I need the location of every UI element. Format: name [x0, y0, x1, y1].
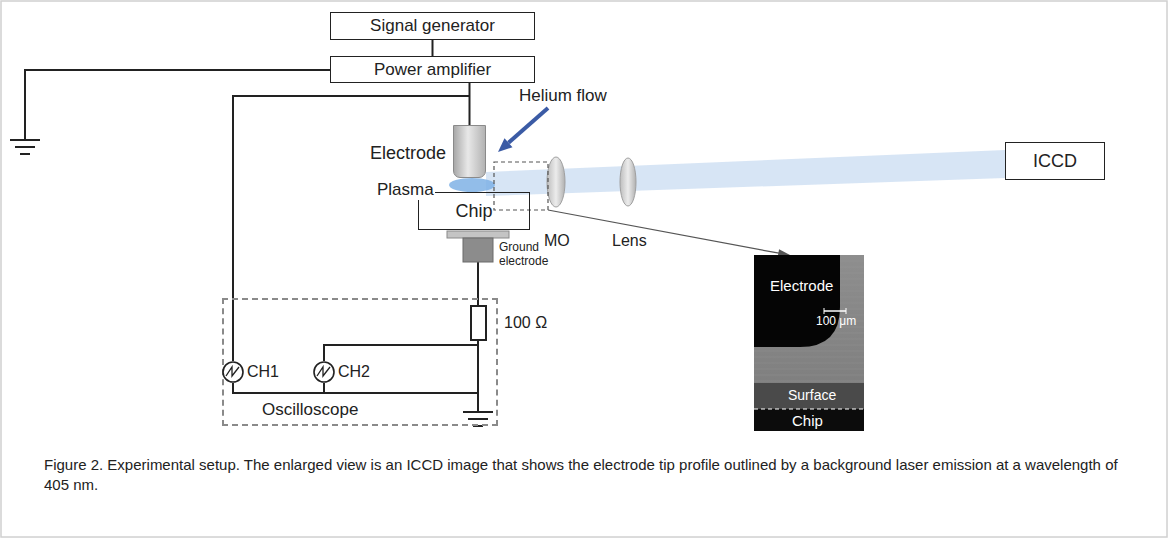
ground-symbol — [10, 140, 40, 154]
zoom-region — [494, 162, 548, 210]
connector — [469, 83, 470, 125]
lens — [620, 158, 636, 206]
box-label: Signal generator — [370, 16, 495, 36]
process-box: Chip — [418, 192, 530, 230]
process-box: ICCD — [1005, 142, 1105, 180]
wire — [324, 345, 478, 361]
surface-band — [754, 383, 864, 409]
process-box: Signal generator — [330, 12, 535, 40]
wire — [233, 383, 478, 393]
resistor-symbol — [471, 306, 486, 340]
box-label: Chip — [455, 201, 492, 222]
ground-electrode-plate — [447, 231, 509, 238]
channel-label: CH1 — [247, 363, 279, 381]
zoom-leader — [548, 210, 779, 253]
probe-wave — [226, 367, 239, 376]
image-texture — [754, 351, 864, 352]
part-label: MO — [543, 232, 571, 250]
oscilloscope-box: Oscilloscope CH1 CH2 — [222, 298, 498, 426]
wiring — [10, 70, 493, 426]
probe-circle — [223, 362, 243, 382]
wire — [233, 96, 469, 361]
box-label: ICCD — [1033, 151, 1077, 172]
chip-region — [754, 409, 864, 431]
figure-caption: Figure 2. Experimental setup. The enlarg… — [44, 455, 1129, 496]
part-label: Lens — [611, 232, 648, 250]
channel-probe: CH2 — [313, 361, 375, 383]
wire — [323, 383, 325, 393]
box-label: Power amplifier — [374, 60, 491, 80]
process-box: Power amplifier — [330, 56, 535, 83]
probe-symbol — [313, 361, 335, 383]
helium-arrow — [509, 108, 549, 143]
scale-bar-end — [846, 308, 847, 314]
image-texture — [754, 363, 864, 364]
plasma-glow — [449, 178, 495, 192]
image-label: Electrode — [770, 277, 833, 294]
electrode-label: Electrode — [370, 143, 446, 164]
image-texture — [754, 381, 864, 382]
part-label: Ground electrode — [498, 241, 564, 269]
iccd-image: Electrode 100 μm SurfaceChip — [754, 255, 864, 431]
channel-probe: CH1 — [222, 361, 284, 383]
image-texture — [754, 375, 864, 376]
image-background — [754, 255, 864, 431]
image-texture — [754, 357, 864, 358]
probe-symbol — [222, 361, 244, 383]
channel-label: CH2 — [338, 363, 370, 381]
helium-arrowhead — [498, 138, 513, 152]
electrode: Electrode — [453, 125, 486, 178]
image-label: Chip — [792, 412, 823, 429]
connector-line — [469, 83, 471, 125]
part-label: Helium flow — [518, 86, 608, 106]
surface-line — [754, 408, 864, 409]
wire — [25, 70, 330, 140]
image-texture — [754, 369, 864, 370]
ground-symbol — [463, 412, 493, 426]
image-label: 100 μm — [816, 315, 856, 329]
connector — [432, 40, 433, 56]
part-label: 100 Ω — [503, 314, 548, 332]
objective-lens — [547, 157, 565, 207]
probe-wave — [317, 367, 330, 376]
wire — [477, 340, 479, 412]
scale-bar-end — [824, 308, 825, 314]
oscilloscope-label: Oscilloscope — [262, 400, 358, 420]
scale-bar — [824, 310, 846, 312]
ground-electrode-block — [463, 238, 493, 262]
connector-line — [432, 40, 434, 56]
image-label: Surface — [788, 387, 836, 403]
probe-circle — [314, 362, 334, 382]
electrode-shadow — [754, 255, 840, 347]
part-label: Plasma — [376, 180, 435, 200]
